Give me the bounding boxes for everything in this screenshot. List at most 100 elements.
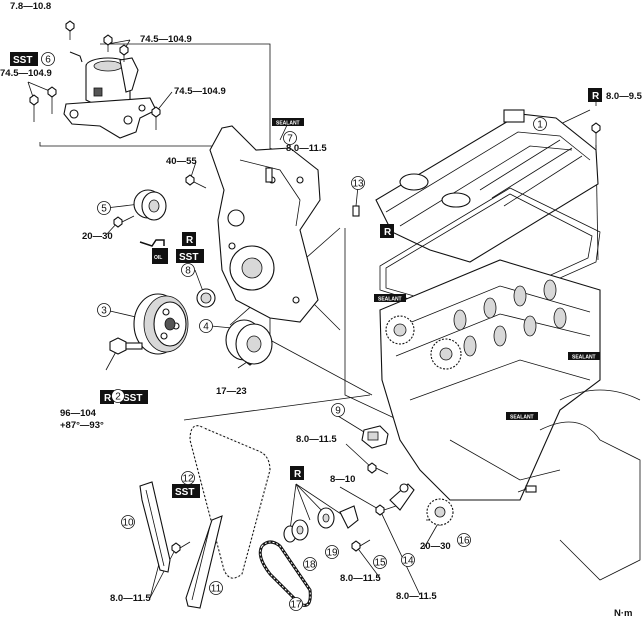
callout-5: 5 xyxy=(97,201,111,215)
r-tag-oil: R xyxy=(182,232,196,246)
torque-label-t11: 8—10 xyxy=(330,474,355,485)
callout-15: 15 xyxy=(373,555,387,569)
head-cover-gasket xyxy=(379,187,601,319)
r-tag-gasket: R xyxy=(380,224,394,238)
svg-text:8: 8 xyxy=(185,266,191,277)
torque-label-t12: 20—30 xyxy=(420,541,451,552)
svg-text:7: 7 xyxy=(287,134,293,145)
crankshaft-sprocket-16 xyxy=(426,498,454,526)
callout-2: 2 xyxy=(111,389,125,403)
torque-label-t9b: +87°—93° xyxy=(60,420,104,431)
sealant-tag-4: SEALANT xyxy=(568,352,600,361)
svg-text:4: 4 xyxy=(203,322,209,333)
svg-text:9: 9 xyxy=(335,406,341,417)
torque-label-t2: 74.5—104.9 xyxy=(140,34,192,45)
torque-label-t9a: 96—104 xyxy=(60,408,97,419)
svg-text:11: 11 xyxy=(211,584,222,595)
svg-text:5: 5 xyxy=(101,204,107,215)
camshaft-sprockets xyxy=(385,315,462,370)
svg-text:1: 1 xyxy=(537,120,543,131)
svg-text:14: 14 xyxy=(402,556,414,567)
svg-text:OIL: OIL xyxy=(154,255,162,261)
r-tag-16: R xyxy=(588,88,602,102)
sealant-tag-2: SEALANT xyxy=(374,294,406,303)
engine-block xyxy=(379,259,641,581)
callout-4: 4 xyxy=(199,319,213,333)
camshaft-row xyxy=(453,279,567,357)
svg-text:10: 10 xyxy=(122,518,134,529)
timing-chain-12 xyxy=(189,425,271,579)
svg-text:16: 16 xyxy=(458,536,470,547)
chain-guide-11 xyxy=(185,515,223,609)
water-pump-assembly xyxy=(63,51,157,139)
svg-text:R: R xyxy=(186,235,194,246)
torque-label-t14: 8.0—11.5 xyxy=(396,591,437,602)
torque-label-t16: 8.0—9.5 xyxy=(606,91,643,102)
svg-text:R: R xyxy=(104,393,112,404)
callout-13: 13 xyxy=(351,176,365,190)
svg-text:19: 19 xyxy=(326,548,338,559)
torque-label-t6: 8.0—11.5 xyxy=(286,143,327,154)
torque-label-t13: 8.0—11.5 xyxy=(340,573,381,584)
callout-12: 12 xyxy=(181,471,195,485)
svg-text:SEALANT: SEALANT xyxy=(510,415,534,421)
callout-10: 10 xyxy=(121,515,135,529)
callout-1: 1 xyxy=(533,117,547,131)
callout-11: 11 xyxy=(209,581,223,595)
idler-pulley-5 xyxy=(133,189,167,221)
svg-text:15: 15 xyxy=(374,558,386,569)
timing-chain-17 xyxy=(258,540,312,607)
svg-text:2: 2 xyxy=(115,392,121,403)
r-tag-18: R xyxy=(290,466,304,480)
sealant-tag-1: SEALANT xyxy=(272,118,304,127)
tensioner-arm-14 xyxy=(389,483,415,511)
oil-seal-8 xyxy=(196,288,216,308)
engine-front-cover xyxy=(209,125,321,323)
svg-text:SEALANT: SEALANT xyxy=(572,355,596,361)
callout-7: 7 xyxy=(283,131,297,145)
callout-8: 8 xyxy=(181,263,195,277)
sst-tag-6: SST xyxy=(10,52,38,66)
crank-pulley-bolt-2 xyxy=(109,337,143,355)
svg-text:SEALANT: SEALANT xyxy=(276,121,300,127)
sst-tag-oil: SST xyxy=(176,249,204,263)
tensioner-9 xyxy=(361,425,389,449)
svg-text:R: R xyxy=(384,227,392,238)
svg-text:SST: SST xyxy=(175,487,194,498)
oil-can-icon: OIL xyxy=(139,239,168,264)
washers-18-19 xyxy=(283,505,359,543)
svg-text:3: 3 xyxy=(101,306,107,317)
torque-label-t15: 8.0—11.5 xyxy=(110,593,151,604)
crankshaft-pulley-3 xyxy=(133,293,189,355)
torque-label-t4: 74.5—104.9 xyxy=(174,86,226,97)
callout-9: 9 xyxy=(331,403,345,417)
torque-label-t8: 17—23 xyxy=(216,386,247,397)
torque-label-t7: 20—30 xyxy=(82,231,113,242)
torque-label-t5: 40—55 xyxy=(166,156,197,167)
svg-text:SST: SST xyxy=(179,252,198,263)
idler-pulley-4 xyxy=(225,319,273,365)
torque-label-t3: 74.5—104.9 xyxy=(0,68,52,79)
callout-14: 14 xyxy=(401,553,415,567)
svg-text:6: 6 xyxy=(45,55,51,66)
r-tag-2: R xyxy=(100,390,114,404)
sealant-tag-3: SEALANT xyxy=(506,412,538,421)
svg-text:SST: SST xyxy=(13,55,32,66)
sst-tag-2: SST xyxy=(120,390,148,404)
cylinder-head-cover xyxy=(375,109,599,263)
torque-label-t10: 8.0—11.5 xyxy=(296,434,337,445)
callout-19: 19 xyxy=(325,545,339,559)
unit-label: N·m xyxy=(614,608,632,619)
svg-text:SST: SST xyxy=(123,393,142,404)
svg-text:13: 13 xyxy=(352,179,364,190)
svg-text:R: R xyxy=(294,469,302,480)
callout-6: 6 xyxy=(41,52,55,66)
sst-tag-12: SST xyxy=(172,484,200,498)
torque-label-t1: 7.8—10.8 xyxy=(10,1,51,12)
svg-text:17: 17 xyxy=(290,600,302,611)
callout-18: 18 xyxy=(303,557,317,571)
sensor xyxy=(517,485,537,493)
svg-text:12: 12 xyxy=(182,474,194,485)
svg-text:18: 18 xyxy=(304,560,316,571)
